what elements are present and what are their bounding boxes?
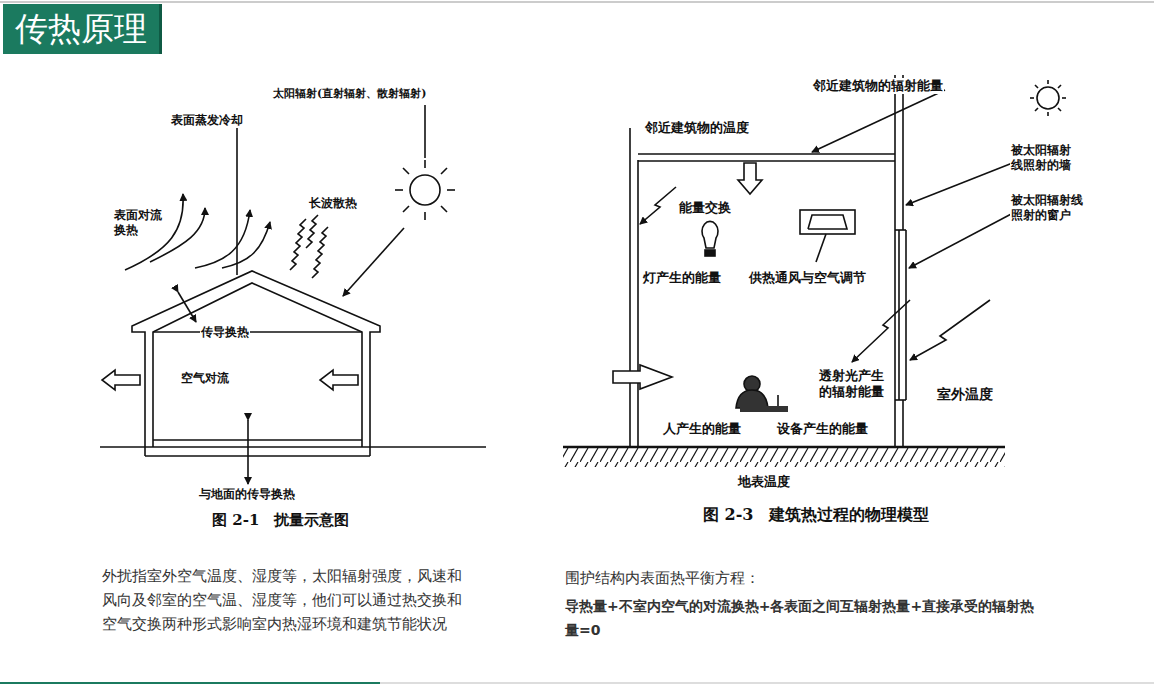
description-text: 外扰指室外空气温度、湿度等，太阳辐射强度，风速和风向及邻室的空气温、湿度等，他们…: [102, 564, 464, 636]
callout-label: 太阳辐射(直射辐射、散射辐射): [272, 87, 427, 101]
callout-label: 室外温度: [936, 386, 994, 404]
figure-caption: 图 2-1 扰量示意图: [212, 511, 349, 530]
callout-label: 传导换热: [200, 325, 250, 340]
callout-label: 长波散热: [308, 196, 358, 211]
figure-caption: 图 2-3 建筑热过程的物理模型: [703, 505, 929, 525]
slide-title: 传热原理: [3, 4, 162, 54]
callout-label: 人产生的能量: [662, 421, 742, 437]
callout-label: 被太阳辐射线照射的窗户: [1010, 193, 1089, 223]
callout-label: 表面蒸发冷却: [170, 113, 244, 128]
callout-label: 表面对流换热: [113, 208, 168, 238]
callout-label: 被太阳辐射线照射的墙: [1010, 143, 1077, 173]
callout-label: 设备产生的能量: [776, 421, 869, 437]
callout-label: 邻近建筑物的辐射能量: [812, 78, 944, 94]
house-figure: [100, 105, 486, 484]
equation-text: 导热量+不室内空气的对流换热+各表面之间互辐射热量+直接承受的辐射热量=0: [565, 594, 1035, 642]
callout-label: 供热通风与空气调节: [748, 270, 867, 286]
callout-label: 空气对流: [180, 371, 230, 386]
callout-label: 与地面的传导换热: [198, 487, 296, 502]
building-model: [563, 75, 1066, 467]
equation-heading: 围护结构内表面热平衡方程：: [565, 566, 760, 590]
callout-label: 邻近建筑物的温度: [644, 120, 750, 136]
callout-label: 地表温度: [737, 474, 791, 490]
callout-label: 灯产生的能量: [642, 270, 722, 286]
callout-label: 透射光产生的辐射能量: [818, 368, 890, 401]
callout-label: 能量交换: [678, 200, 732, 216]
